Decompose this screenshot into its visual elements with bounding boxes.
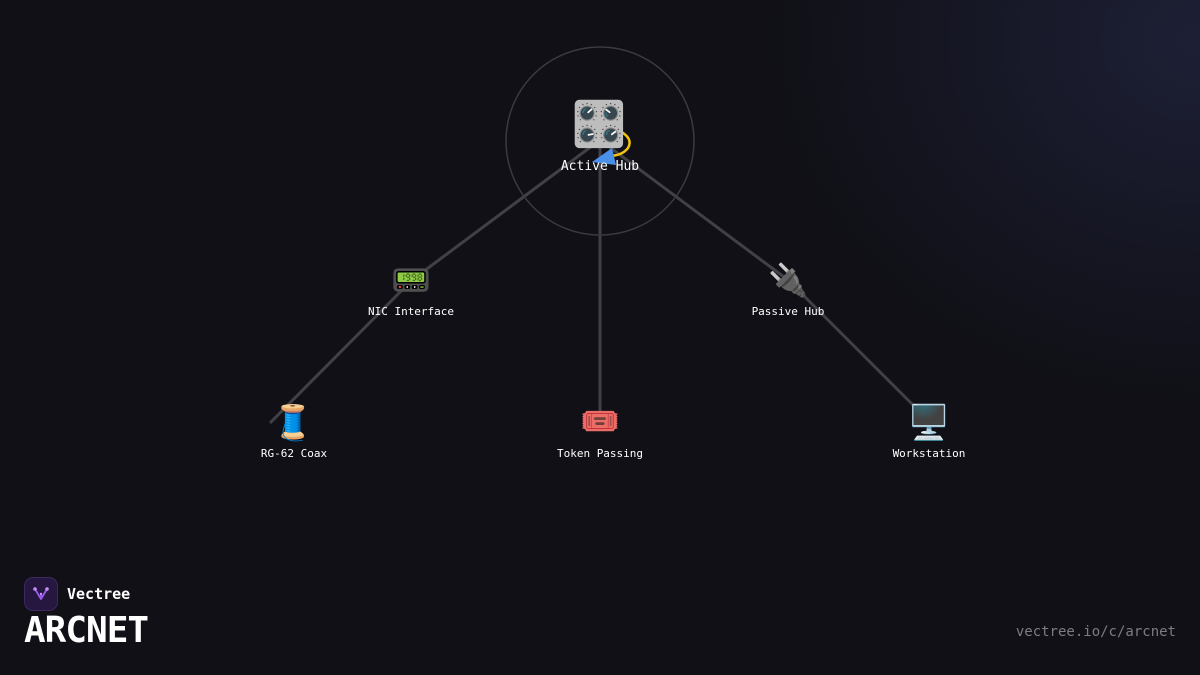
- center-ring: [505, 46, 695, 236]
- ticket-icon: 🎟️: [580, 402, 620, 440]
- source-url[interactable]: vectree.io/c/arcnet: [1015, 624, 1176, 640]
- page-title: ARCNET: [24, 610, 149, 651]
- node-active-hub[interactable]: 🎛️ Active Hub: [561, 99, 639, 174]
- node-label-rg62-coax: RG-62 Coax: [261, 447, 328, 460]
- node-label-active-hub: Active Hub: [561, 159, 639, 174]
- node-nic-interface[interactable]: 📟 NIC Interface: [368, 261, 454, 318]
- edge-hub-nic: [411, 138, 601, 282]
- node-passive-hub[interactable]: 🔌 Passive Hub: [752, 261, 825, 318]
- pointer-triangle-icon: [592, 148, 616, 165]
- brand[interactable]: Vectree: [24, 577, 130, 611]
- node-label-passive-hub: Passive Hub: [752, 305, 825, 318]
- control-knobs-icon: 🎛️: [572, 99, 627, 150]
- yellow-cable-icon: [607, 128, 631, 158]
- pager-icon: 📟: [391, 261, 431, 299]
- node-token-passing[interactable]: 🎟️ Token Passing: [557, 402, 643, 460]
- node-workstation[interactable]: 🖥️ Workstation: [893, 403, 966, 460]
- desktop-computer-icon: 🖥️: [908, 403, 950, 443]
- node-label-workstation: Workstation: [893, 447, 966, 460]
- edge-nic-coax: [268, 278, 414, 425]
- node-label-nic-interface: NIC Interface: [368, 305, 454, 318]
- node-rg62-coax[interactable]: 🧵 RG-62 Coax: [261, 403, 328, 460]
- vectree-logo-icon: [24, 577, 58, 611]
- electric-plug-icon: 🔌: [768, 261, 808, 299]
- thread-spool-icon: 🧵: [272, 403, 314, 443]
- edge-passive-workstation: [786, 278, 930, 422]
- brand-name: Vectree: [67, 585, 131, 603]
- node-label-token-passing: Token Passing: [557, 447, 643, 460]
- edge-hub-passive: [599, 138, 789, 282]
